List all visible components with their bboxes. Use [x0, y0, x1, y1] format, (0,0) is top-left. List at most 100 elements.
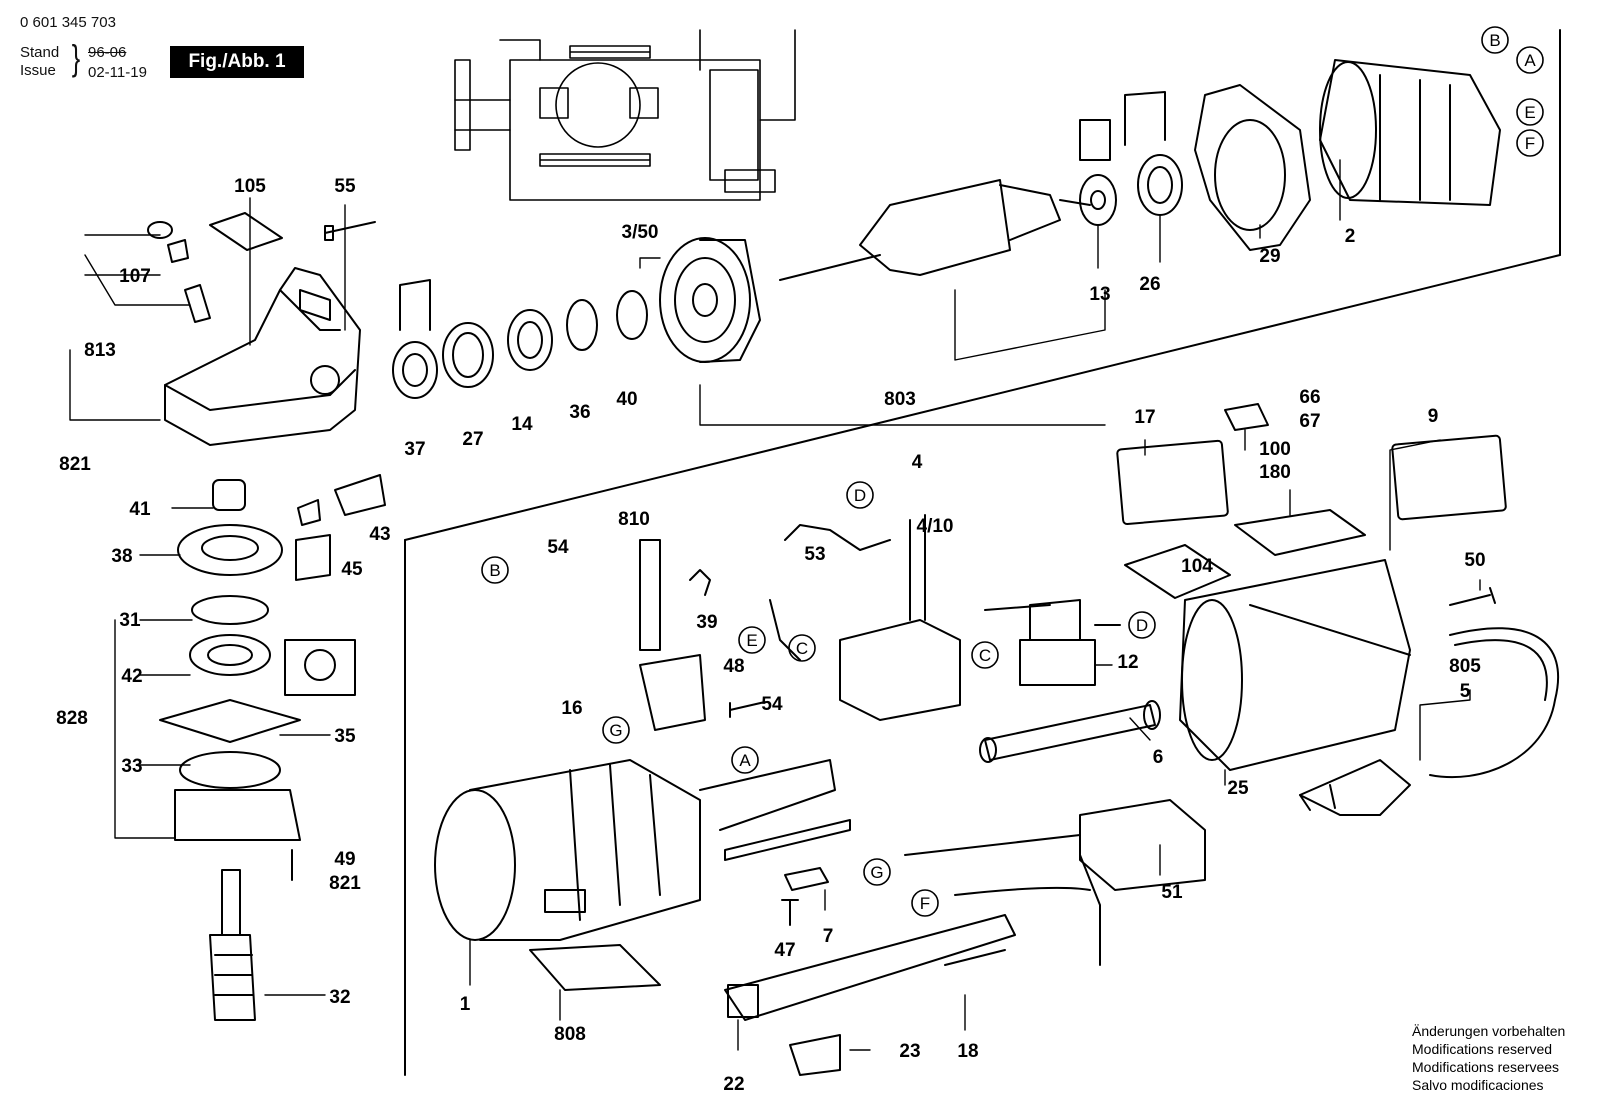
part-12-capacitor — [984, 599, 1121, 686]
notice-line-de: Änderungen vorbehalten — [1412, 1023, 1566, 1039]
armature-assembly — [659, 179, 1091, 363]
marker-circle — [846, 481, 874, 509]
part-number-label: 17 — [1134, 407, 1155, 428]
part-number-label: 2 — [1345, 226, 1356, 247]
part-number-label: 43 — [369, 524, 390, 545]
part-number-label: 50 — [1464, 550, 1485, 571]
part-9-label — [1391, 434, 1507, 521]
part-number-label: 35 — [334, 726, 356, 747]
connection-marker-c: C — [788, 634, 816, 662]
part-number-label: 105 — [234, 176, 266, 197]
part-number-label: 55 — [334, 176, 356, 197]
part-number-label: 54 — [547, 537, 569, 558]
marker-letter: F — [1525, 134, 1535, 153]
lead-wire-g — [904, 834, 1081, 856]
marker-letter: D — [1136, 616, 1148, 635]
marker-circle — [911, 889, 939, 917]
part-number-label: 104 — [1181, 556, 1213, 577]
part-number-label: 29 — [1259, 246, 1280, 267]
part-number-label: 813 — [84, 340, 116, 361]
marker-circle — [863, 858, 891, 886]
leader-lines — [69, 159, 1481, 1051]
part-number-label: 9 — [1428, 406, 1439, 427]
part-number-label: 31 — [119, 610, 141, 631]
connection-marker-f: F — [911, 889, 939, 917]
figure-badge: Fig./Abb. 1 — [170, 46, 304, 78]
connection-marker-c: C — [971, 641, 999, 669]
bearing-chain — [392, 279, 648, 399]
connection-marker-b: B — [1481, 26, 1509, 54]
part-number-label: 38 — [111, 546, 132, 567]
part-number-label: 22 — [723, 1074, 744, 1095]
part-number-label: 33 — [121, 756, 142, 777]
part-number-label: 36 — [569, 402, 590, 423]
marker-letter: G — [609, 721, 622, 740]
marker-circle — [1128, 611, 1156, 639]
part-number-label: 37 — [404, 439, 425, 460]
marker-circle — [738, 626, 766, 654]
connection-marker-g: G — [863, 858, 891, 886]
part-32-spindle — [209, 869, 256, 1021]
marker-letter: F — [920, 894, 930, 913]
marker-letter: E — [746, 631, 757, 650]
part-number-label: 5 — [1460, 681, 1471, 702]
marker-letter: D — [854, 486, 866, 505]
part-805-cable — [1299, 627, 1560, 816]
part-47-screw — [781, 899, 799, 926]
marker-circle — [971, 641, 999, 669]
marker-letter: E — [1524, 103, 1535, 122]
marker-circle — [481, 556, 509, 584]
brace-icon: } — [71, 37, 81, 78]
marker-circle — [1516, 46, 1544, 74]
part-number-label: 18 — [957, 1041, 978, 1062]
part-number-label: 6 — [1153, 747, 1164, 768]
marker-letter: B — [489, 561, 500, 580]
connection-marker-e: E — [738, 626, 766, 654]
notice-line-en: Modifications reserved — [1412, 1041, 1553, 1057]
marker-circle — [1516, 129, 1544, 157]
part-1-motor-housing — [434, 759, 851, 941]
part-number-label: 39 — [696, 612, 717, 633]
modifications-notice: Änderungen vorbehalten Modifications res… — [1412, 1022, 1565, 1094]
part-number-label: 45 — [341, 559, 363, 580]
connection-marker-e: E — [1516, 98, 1544, 126]
part-number-label: 53 — [804, 544, 825, 565]
part-number-label: 16 — [561, 698, 582, 719]
part-104-label — [1124, 544, 1231, 599]
marker-letter: G — [870, 863, 883, 882]
part-55-screw — [324, 221, 376, 241]
issue-value: 02-11-19 — [88, 64, 147, 81]
part-number-label: 48 — [723, 656, 744, 677]
connection-marker-d: D — [1128, 611, 1156, 639]
frame-diagonal — [404, 254, 1561, 541]
marker-letter: A — [1524, 51, 1536, 70]
part-48-screw — [729, 701, 766, 718]
gear-head-housing — [164, 267, 361, 446]
connection-marker-a: A — [731, 746, 759, 774]
part-2-field — [1319, 59, 1501, 206]
notice-line-es: Salvo modificaciones — [1412, 1077, 1544, 1093]
notice-line-fr: Modifications reservees — [1412, 1059, 1560, 1075]
part-number-label: 4/10 — [917, 516, 954, 537]
switch-slider — [724, 914, 1016, 1076]
marker-circle — [788, 634, 816, 662]
part-number-label: 107 — [119, 266, 151, 287]
part-number-label: 42 — [121, 666, 142, 687]
marker-letter: C — [796, 639, 808, 658]
part-number-label: 49 — [334, 849, 355, 870]
connection-marker-d: D — [846, 481, 874, 509]
part-29-bracket — [1194, 84, 1311, 251]
part-808-label — [529, 944, 661, 991]
part-6-handle — [979, 700, 1161, 763]
part-number-label: 808 — [554, 1024, 586, 1045]
part-51-brush-holder — [1079, 799, 1206, 966]
marker-letter: B — [1489, 31, 1500, 50]
part-number-label: 32 — [329, 987, 350, 1008]
part-25-cover — [1179, 559, 1411, 771]
part-number-label: 1 — [460, 994, 471, 1015]
part-number-label: 25 — [1227, 778, 1249, 799]
part-number-label: 54 — [761, 694, 783, 715]
